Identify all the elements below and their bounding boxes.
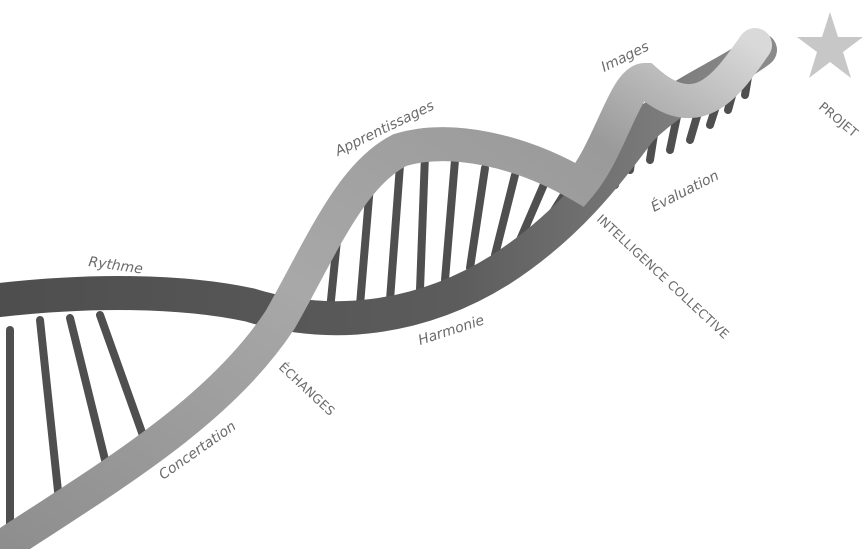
helix-rung [470,168,485,268]
label-rythme: Rythme [87,254,143,277]
label-intelligence-collective: INTELLIGENCE COLLECTIVE [594,211,732,341]
helix-rung [390,165,400,300]
label-projet: PROJET [816,99,861,140]
helix-rung [445,160,455,280]
helix-rung [70,318,110,480]
label-echanges: ÉCHANGES [276,359,338,418]
helix-rung [420,155,425,290]
star-icon [797,12,863,78]
label-evaluation: Évaluation [648,167,722,216]
helix-rung [40,320,60,510]
